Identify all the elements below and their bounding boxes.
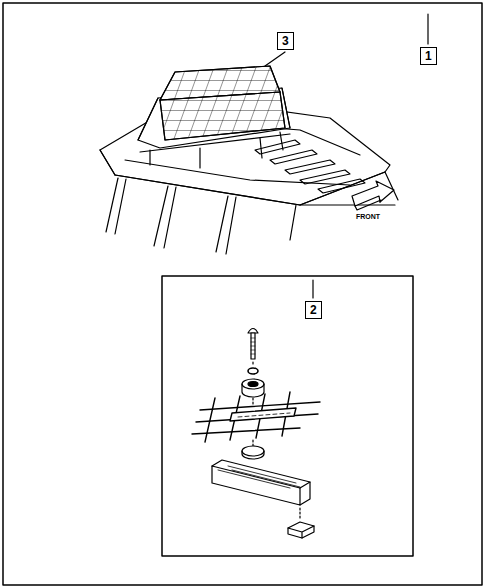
- roof-rail: [212, 460, 310, 505]
- front-arrow: [352, 181, 394, 206]
- leader-line: [265, 52, 285, 66]
- lock-washer: [248, 368, 258, 374]
- bolt: [248, 329, 258, 360]
- leader-line: [312, 280, 313, 298]
- grommet: [242, 379, 264, 397]
- leader-line: [427, 14, 428, 44]
- callout-number: 1: [420, 47, 437, 65]
- cargo-net: [192, 392, 320, 442]
- detail-frame: [162, 276, 413, 556]
- callout-number: 3: [277, 32, 294, 50]
- washer: [242, 446, 264, 459]
- cargo-basket: [138, 66, 290, 168]
- frame: [3, 3, 482, 585]
- callout-number: 2: [305, 301, 322, 319]
- front-arrow: [355, 200, 381, 210]
- direction-label: FRONT: [355, 213, 381, 220]
- t-nut: [288, 522, 314, 538]
